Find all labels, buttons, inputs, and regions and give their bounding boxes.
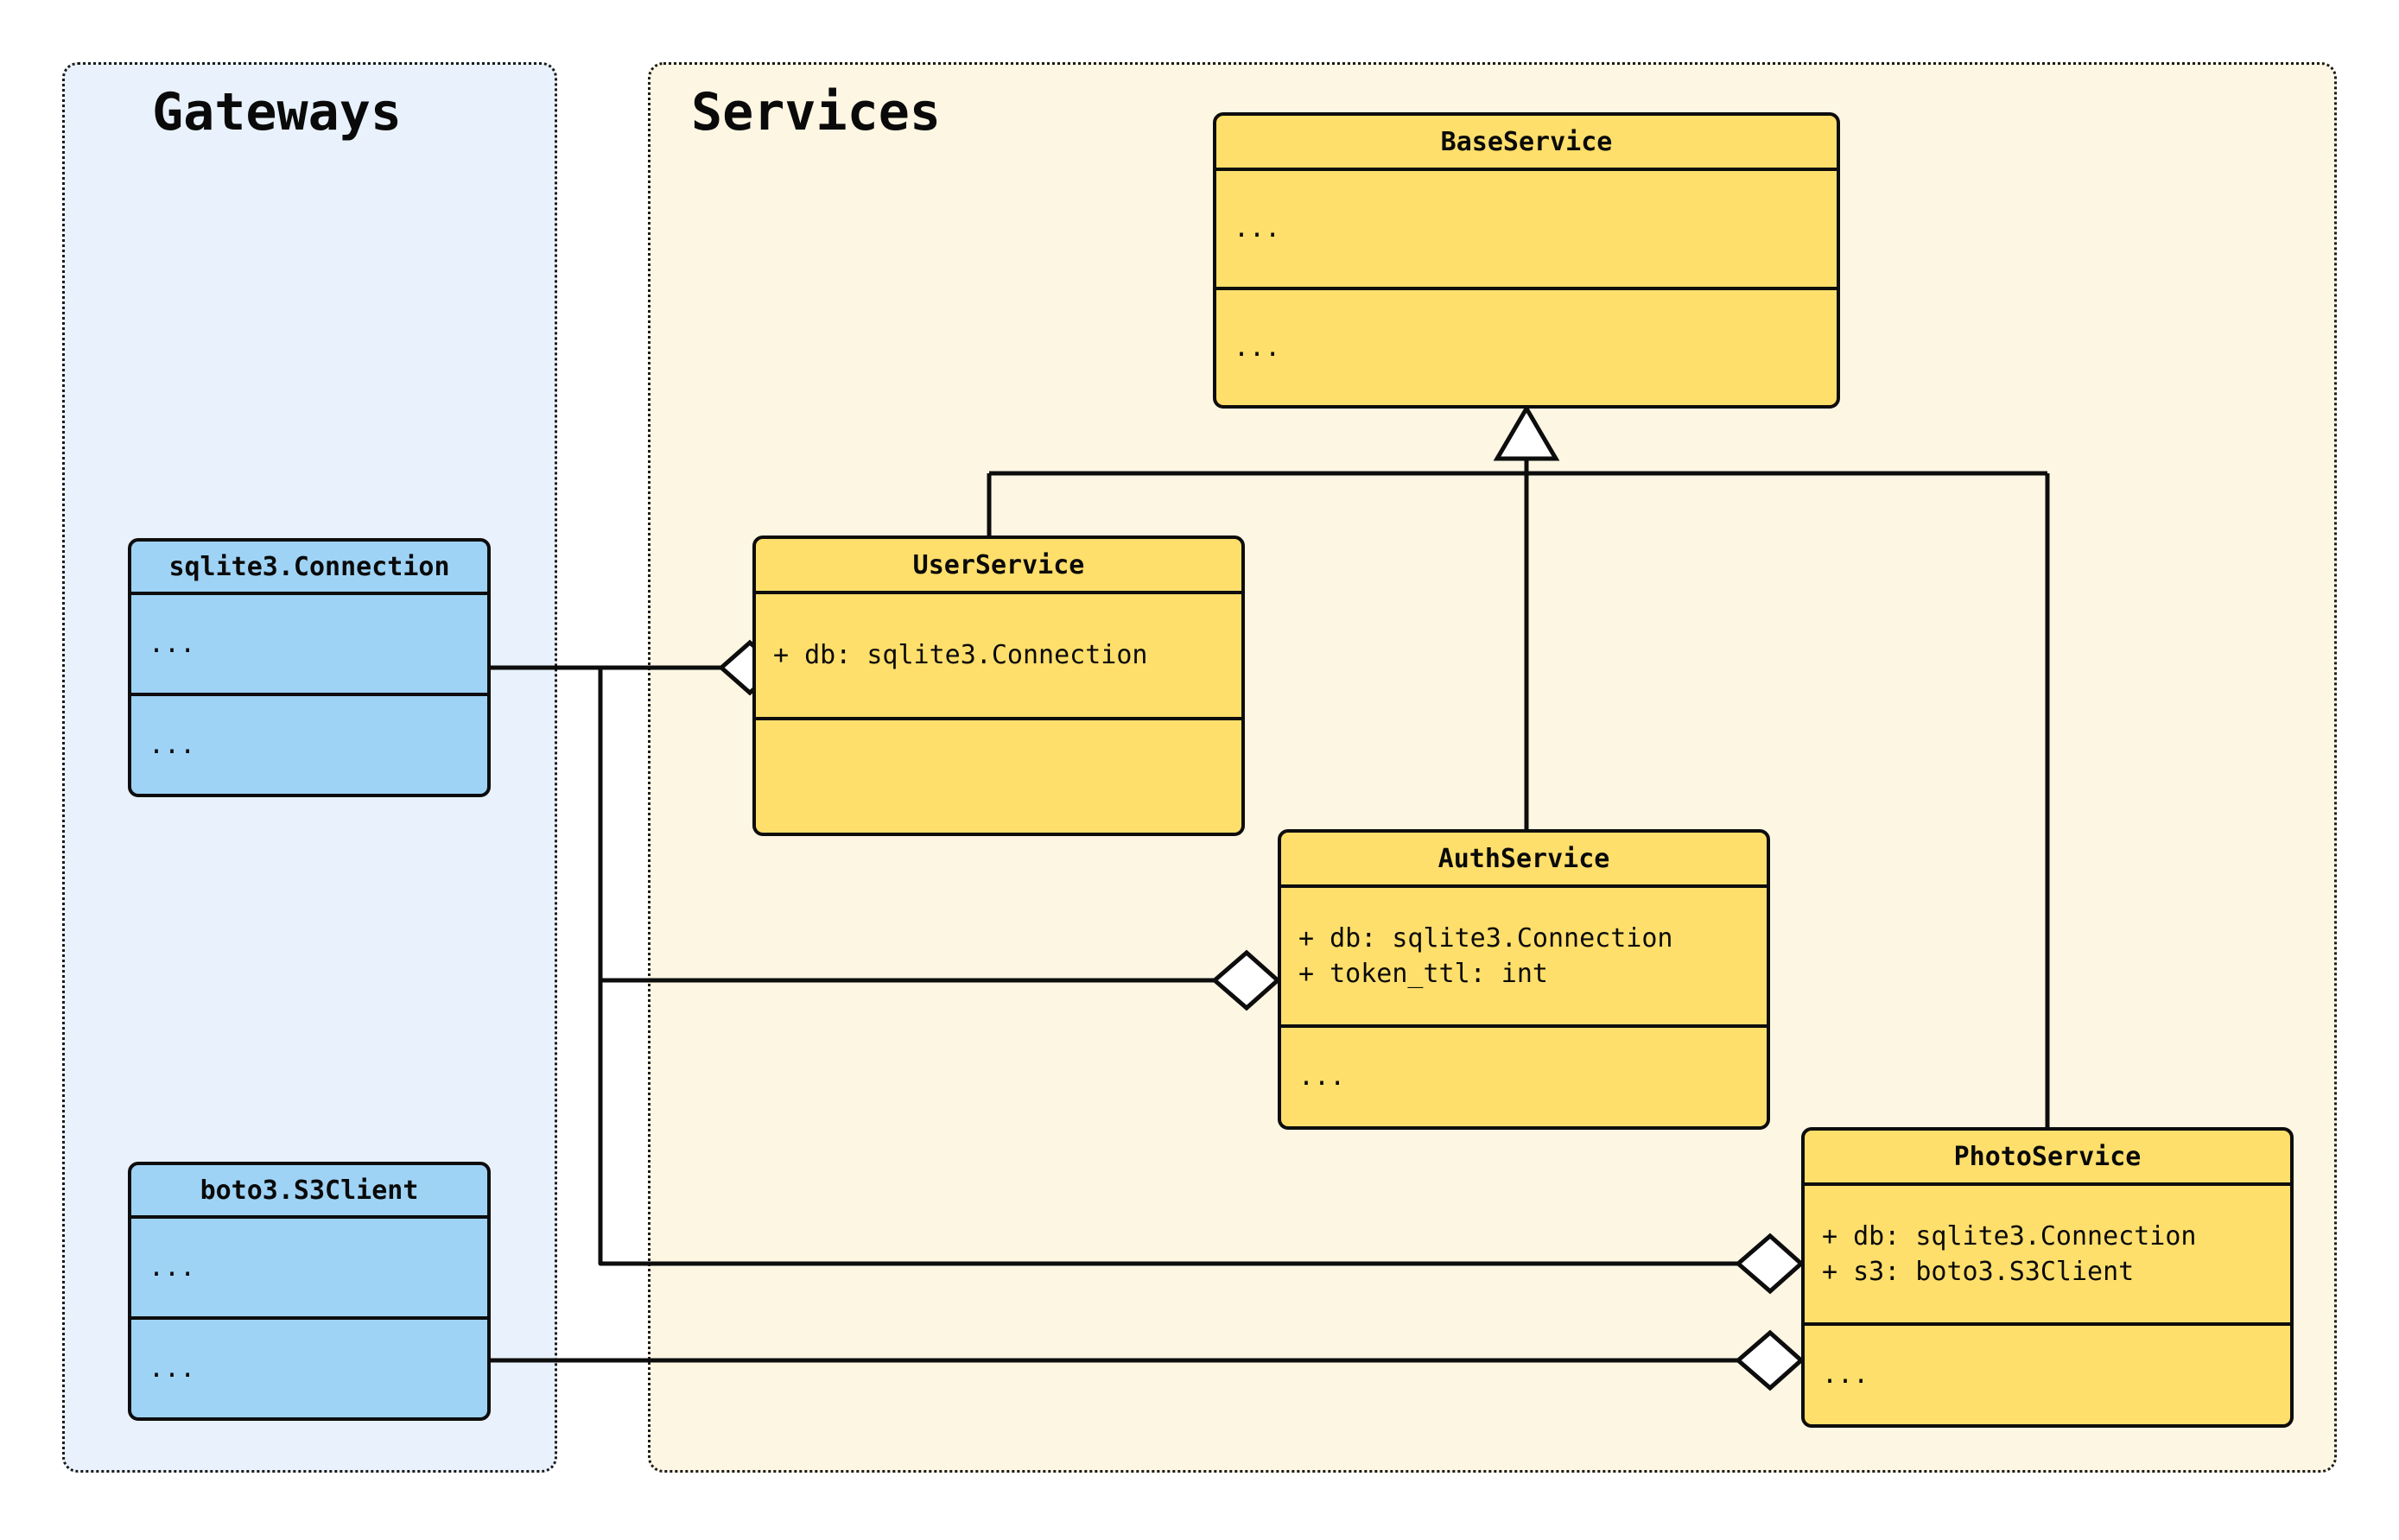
package-gateways-title: Gateways	[152, 82, 402, 143]
class-box-userservice[interactable]: UserService + db: sqlite3.Connection	[752, 536, 1245, 836]
class-attributes-authservice: + db: sqlite3.Connection + token_ttl: in…	[1281, 888, 1767, 1028]
class-name-userservice: UserService	[756, 539, 1241, 594]
class-attributes-sqlite3-connection: ...	[131, 595, 487, 696]
method-row: ...	[1234, 332, 1281, 363]
class-box-authservice[interactable]: AuthService + db: sqlite3.Connection + t…	[1278, 829, 1770, 1130]
method-row: ...	[149, 1353, 196, 1384]
class-methods-boto3-s3client: ...	[131, 1320, 487, 1417]
class-name-authservice: AuthService	[1281, 833, 1767, 888]
class-methods-authservice: ...	[1281, 1028, 1767, 1126]
class-box-baseservice[interactable]: BaseService ... ...	[1213, 112, 1840, 409]
class-methods-sqlite3-connection: ...	[131, 696, 487, 794]
class-name-baseservice: BaseService	[1216, 116, 1837, 171]
method-row: ...	[1298, 1062, 1346, 1093]
attribute-row: + db: sqlite3.Connection	[773, 640, 1148, 671]
class-box-sqlite3-connection[interactable]: sqlite3.Connection ... ...	[128, 538, 491, 797]
class-methods-userservice	[756, 720, 1241, 833]
attribute-row: + token_ttl: int	[1298, 959, 1548, 989]
class-attributes-boto3-s3client: ...	[131, 1219, 487, 1320]
class-attributes-baseservice: ...	[1216, 171, 1837, 290]
attribute-row: ...	[149, 1252, 196, 1283]
attribute-row: ...	[149, 628, 196, 659]
class-box-photoservice[interactable]: PhotoService + db: sqlite3.Connection + …	[1801, 1127, 2294, 1428]
attribute-row: ...	[1234, 213, 1281, 244]
attribute-row: + db: sqlite3.Connection	[1822, 1220, 2197, 1252]
attribute-row: + db: sqlite3.Connection	[1298, 922, 1673, 954]
method-row: ...	[149, 729, 196, 760]
class-name-sqlite3-connection: sqlite3.Connection	[131, 542, 487, 595]
class-attributes-userservice: + db: sqlite3.Connection	[756, 594, 1241, 720]
class-name-photoservice: PhotoService	[1805, 1131, 2290, 1186]
package-services-title: Services	[691, 82, 941, 143]
class-name-boto3-s3client: boto3.S3Client	[131, 1165, 487, 1219]
attribute-row: + s3: boto3.S3Client	[1822, 1257, 2135, 1287]
method-row: ...	[1822, 1359, 1869, 1391]
class-attributes-photoservice: + db: sqlite3.Connection + s3: boto3.S3C…	[1805, 1186, 2290, 1326]
class-methods-baseservice: ...	[1216, 290, 1837, 406]
class-methods-photoservice: ...	[1805, 1326, 2290, 1424]
class-box-boto3-s3client[interactable]: boto3.S3Client ... ...	[128, 1162, 491, 1421]
